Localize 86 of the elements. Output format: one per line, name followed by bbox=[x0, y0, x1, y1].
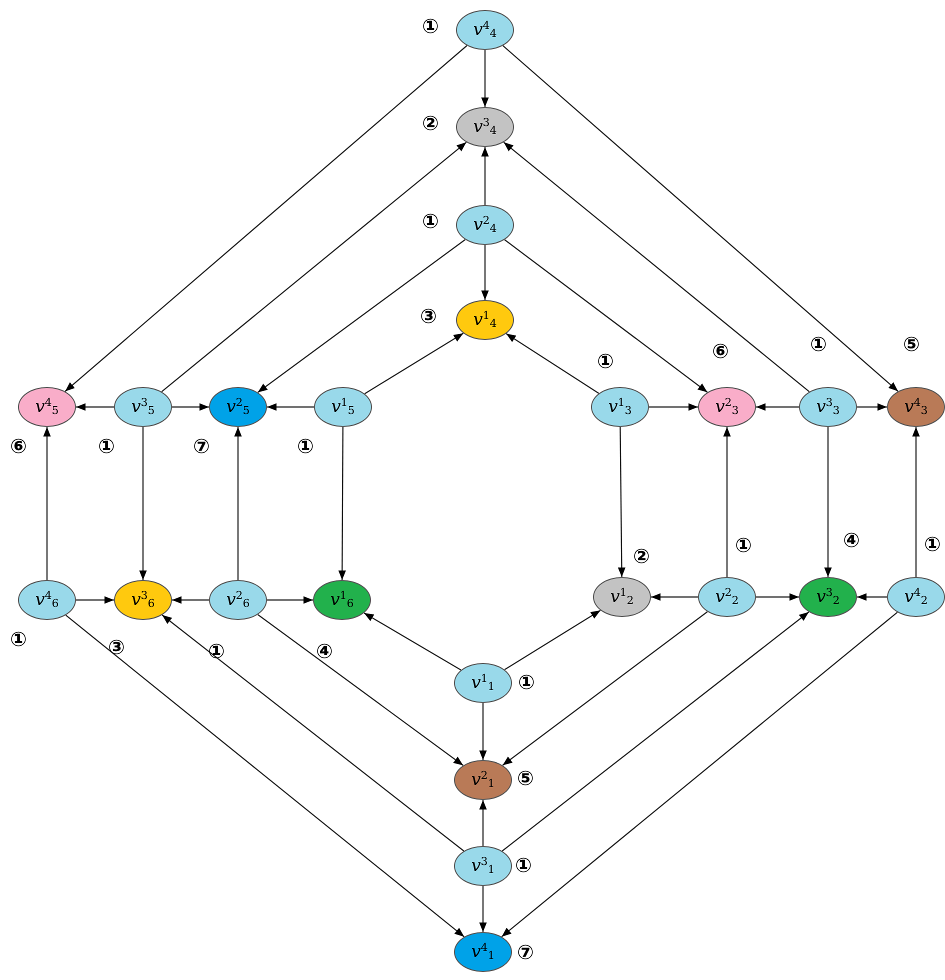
vertex-ellipse bbox=[114, 580, 172, 620]
arrow bbox=[912, 427, 920, 577]
arrow bbox=[618, 427, 626, 577]
circled-number: ④ bbox=[843, 530, 860, 550]
arrow bbox=[506, 333, 600, 394]
arrow bbox=[824, 427, 832, 577]
circled-number: ⑥ bbox=[10, 436, 27, 456]
arrow bbox=[503, 142, 810, 392]
vertex-ellipse bbox=[314, 387, 372, 427]
vertex-ellipse bbox=[209, 387, 267, 427]
circled-number: ⑥ bbox=[712, 341, 729, 361]
arrow bbox=[479, 800, 487, 846]
vertex-ellipse bbox=[454, 663, 512, 703]
arrow bbox=[857, 593, 887, 601]
circled-number: ③ bbox=[420, 306, 437, 326]
vertex-ellipse bbox=[698, 387, 756, 427]
circled-number: ① bbox=[924, 534, 941, 554]
arrow bbox=[479, 703, 487, 760]
circled-number: ① bbox=[518, 672, 535, 692]
circled-number: ① bbox=[597, 351, 614, 371]
circled-number: ② bbox=[633, 546, 650, 566]
arrow bbox=[857, 403, 887, 411]
vertex-ellipse bbox=[593, 577, 651, 617]
vertex-ellipse bbox=[456, 300, 514, 340]
circled-number: ① bbox=[297, 436, 314, 456]
arrow bbox=[502, 612, 810, 852]
arrow bbox=[139, 427, 147, 580]
arrow bbox=[501, 612, 898, 938]
circled-number: ④ bbox=[316, 641, 333, 661]
arrow bbox=[267, 403, 314, 411]
arrow bbox=[257, 239, 466, 393]
vertex-ellipse bbox=[313, 580, 371, 620]
circled-number: ⑦ bbox=[193, 436, 210, 456]
vertex-ellipse bbox=[456, 205, 514, 245]
arrow bbox=[502, 45, 898, 392]
circled-number: ⑤ bbox=[517, 768, 534, 788]
arrow bbox=[756, 593, 799, 601]
vertex-ellipse bbox=[209, 580, 267, 620]
arrow bbox=[651, 593, 698, 601]
arrow bbox=[649, 403, 698, 411]
arrow bbox=[43, 427, 51, 580]
vertex-ellipse bbox=[18, 387, 76, 427]
arrow bbox=[76, 596, 114, 604]
circled-number: ② bbox=[422, 113, 439, 133]
arrow bbox=[65, 614, 465, 938]
arrow bbox=[756, 403, 799, 411]
arrow bbox=[502, 611, 708, 766]
vertex-ellipse bbox=[887, 577, 945, 617]
arrow bbox=[364, 332, 464, 394]
vertex-ellipse bbox=[454, 760, 512, 800]
circled-number: ③ bbox=[108, 637, 125, 657]
arrow bbox=[481, 50, 489, 107]
arrow bbox=[479, 886, 487, 932]
arrow bbox=[267, 596, 313, 604]
arrow bbox=[338, 427, 346, 580]
vertex-ellipse bbox=[456, 107, 514, 147]
circled-number: ① bbox=[10, 629, 27, 649]
arrow bbox=[161, 142, 467, 392]
circled-number: ① bbox=[515, 855, 532, 875]
arrow bbox=[172, 596, 209, 604]
circled-number: ⑤ bbox=[903, 334, 920, 354]
arrow bbox=[723, 427, 731, 577]
vertex-ellipse bbox=[454, 932, 512, 972]
circled-number: ⑦ bbox=[517, 942, 534, 962]
circled-number: ① bbox=[735, 535, 752, 555]
vertex-ellipse bbox=[591, 387, 649, 427]
arrow bbox=[172, 403, 209, 411]
vertex-ellipse bbox=[799, 577, 857, 617]
circled-number: ① bbox=[422, 16, 439, 36]
vertex-ellipse bbox=[887, 387, 945, 427]
vertex-ellipse bbox=[698, 577, 756, 617]
arrow bbox=[481, 245, 489, 300]
arrow bbox=[504, 239, 708, 393]
arrow bbox=[76, 403, 114, 411]
arrow bbox=[481, 147, 489, 205]
arrow bbox=[504, 610, 601, 670]
arrow bbox=[64, 45, 468, 392]
circled-number: ① bbox=[422, 211, 439, 231]
arrow bbox=[234, 427, 242, 580]
vertex-ellipse bbox=[454, 846, 512, 886]
circled-number: ① bbox=[98, 436, 115, 456]
circled-number: ① bbox=[208, 641, 225, 661]
arrow bbox=[258, 614, 464, 766]
arrow bbox=[162, 614, 464, 852]
arrow bbox=[364, 612, 462, 671]
circled-number: ① bbox=[810, 334, 827, 354]
